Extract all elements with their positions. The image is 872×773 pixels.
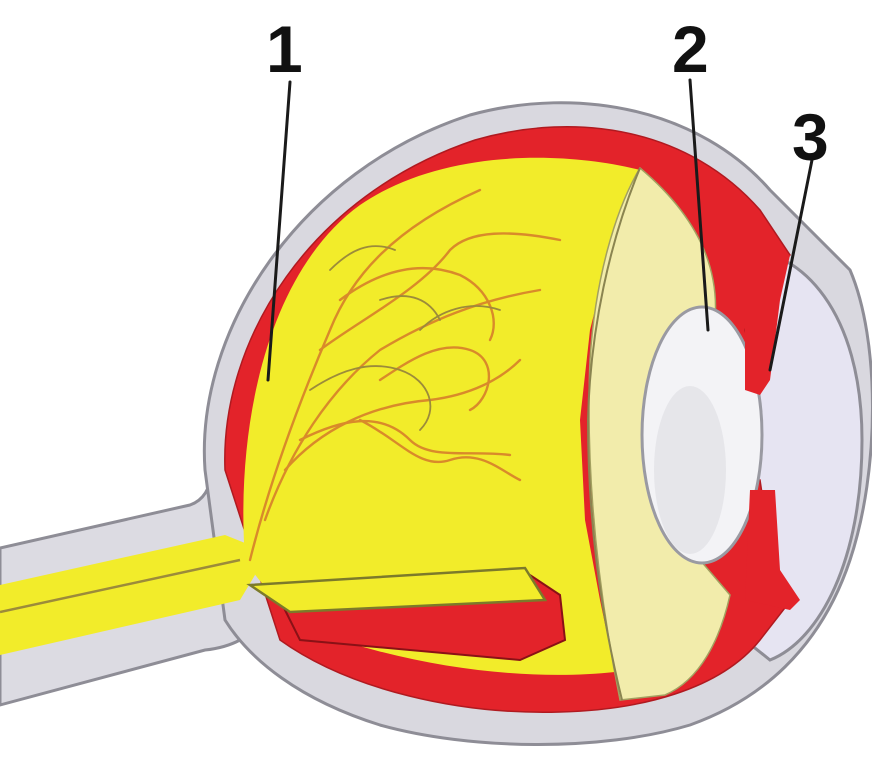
lens-shading <box>654 386 726 554</box>
callout-number-3: 3 <box>792 100 829 174</box>
callout-number-2: 2 <box>672 12 709 86</box>
callout-number-1: 1 <box>266 12 303 86</box>
